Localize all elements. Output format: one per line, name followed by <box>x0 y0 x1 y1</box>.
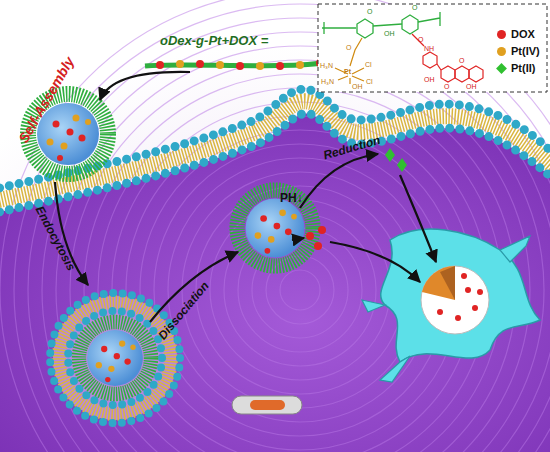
cell-membrane-part <box>0 89 550 190</box>
capsule-part <box>232 396 302 414</box>
cell-part-part <box>196 186 404 394</box>
nucleus <box>362 229 540 382</box>
structure-box-part-part <box>402 15 418 34</box>
atom-label: O <box>444 83 449 90</box>
structure-box-part-part <box>441 66 455 82</box>
process-label: PH↓ <box>280 192 303 204</box>
cell-part-part <box>280 270 320 310</box>
structure-box-part <box>335 38 364 84</box>
nucleus-part <box>477 289 483 295</box>
cell-part-part <box>112 102 488 452</box>
polymer-chain-part <box>256 62 264 70</box>
polymer-chain-part <box>156 61 164 69</box>
polymer-chain-part <box>176 60 184 68</box>
released-dox <box>306 226 326 250</box>
nucleus-part <box>440 266 455 300</box>
legend-text: DOX <box>511 29 535 40</box>
released-pt-ii-part <box>385 148 395 162</box>
atom-label: O <box>418 36 423 43</box>
nucleus-part <box>461 273 467 279</box>
structure-box <box>318 4 547 92</box>
released-dox-part <box>318 226 326 234</box>
atom-label: O <box>412 4 417 11</box>
structure-box-part-part <box>423 52 437 68</box>
atom-label: Cl <box>365 61 372 68</box>
polymer-chain-part <box>236 62 244 70</box>
cell-part <box>0 113 550 452</box>
nucleus-part <box>362 236 530 382</box>
legend-swatch <box>497 47 506 56</box>
arrows-part <box>292 238 304 240</box>
structure-box-part-part <box>324 12 440 34</box>
atom-label: O <box>459 57 464 64</box>
structure-box-part <box>412 34 483 82</box>
structure-box-part-part <box>322 27 356 28</box>
atom-label: OH <box>424 76 435 83</box>
polymer-chain <box>145 59 330 70</box>
structure-box-part-part <box>335 38 364 84</box>
cell-membrane <box>0 89 550 214</box>
nucleus-part <box>421 266 489 334</box>
polymer-chain-part <box>216 61 224 69</box>
nucleus-part <box>465 287 471 293</box>
nucleus-part <box>437 309 443 315</box>
released-dox-part <box>306 232 314 240</box>
atom-label: NH <box>424 45 434 52</box>
atom-label: OH <box>352 83 363 90</box>
nucleus-part <box>422 266 455 300</box>
capsule <box>232 396 302 414</box>
atom-label: OH <box>466 83 477 90</box>
atom-label: O <box>367 8 372 15</box>
arrows-part <box>100 72 190 100</box>
endosome <box>50 293 180 423</box>
endosome-part <box>59 302 171 414</box>
structure-box-part <box>318 4 547 92</box>
atom-label: H₃N <box>320 62 333 69</box>
legend-text: Pt(IV) <box>511 46 540 57</box>
arrows-part <box>330 242 420 282</box>
polymer-chain-part <box>276 62 284 70</box>
endosome-part <box>79 322 151 394</box>
structure-box-part-part <box>437 64 441 70</box>
structure-box-part-part <box>412 34 424 46</box>
structure-box-part-part <box>357 19 373 38</box>
arrows-part <box>300 154 378 208</box>
polymer-chain-part <box>296 61 304 69</box>
process-label: oDex-g-Pt+DOX = <box>160 34 268 47</box>
atom-label: Cl <box>366 78 373 85</box>
endosome-part <box>50 293 180 423</box>
arrows <box>55 72 436 322</box>
released-dox-part <box>314 242 322 250</box>
nucleus-part <box>472 305 478 311</box>
structure-box-part <box>322 12 440 38</box>
dissociating-micelle <box>237 190 313 266</box>
atom-label: H₃N <box>321 78 334 85</box>
endosome-part <box>68 311 162 405</box>
atom-label: OH <box>384 30 395 37</box>
nucleus-part <box>455 315 461 321</box>
dissociating-micelle-part <box>237 190 313 266</box>
legend-swatch <box>497 30 506 39</box>
capsule-part <box>250 400 285 410</box>
structure-box-part-part <box>469 66 483 82</box>
polymer-chain-part <box>196 60 204 68</box>
atom-label: Pt <box>344 68 351 75</box>
atom-label: O <box>346 44 351 51</box>
legend-text: Pt(II) <box>511 63 535 74</box>
released-pt-ii <box>385 148 407 172</box>
released-pt-ii-part <box>397 158 407 172</box>
cell-part-part <box>28 18 550 452</box>
arrows-part <box>400 175 436 262</box>
structure-box-part-part <box>455 66 469 82</box>
